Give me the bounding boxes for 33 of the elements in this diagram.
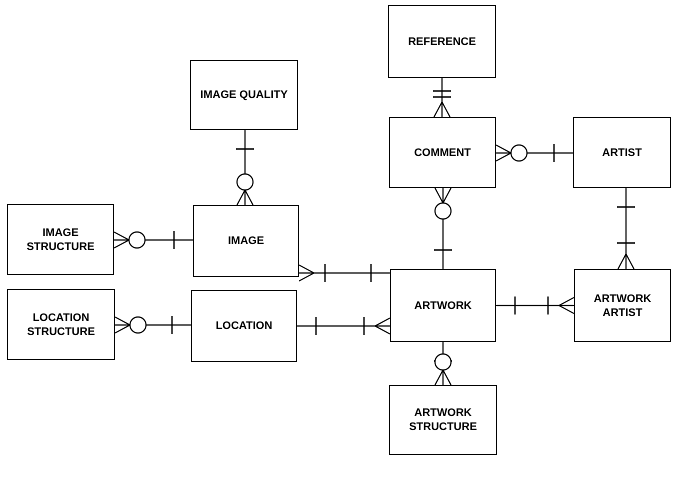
entity-name: IMAGE [228,234,264,248]
entity-box [191,290,297,362]
relationship-line [297,316,391,336]
entity-name: LOCATION STRUCTURE [26,310,96,338]
relationship-line [616,188,636,270]
entity-box [389,117,496,188]
entity-name: COMMENT [414,146,471,160]
entity-name: ARTWORK ARTIST [592,292,652,320]
entity-name: REFERENCE [408,34,476,48]
entity-box [388,5,496,78]
entity-name: ARTIST [602,146,642,160]
relationship-line [433,187,453,269]
entity-name: LOCATION [216,319,272,333]
relationship-line [496,296,575,316]
relationship-line [432,78,452,118]
entity-box [390,269,496,342]
relationship-line [298,263,390,283]
relationship-line [495,143,573,163]
relationship-line [235,130,255,206]
entity-box [574,269,671,342]
relationship-line [433,342,453,386]
relationship-line [113,230,193,250]
relationship-line [114,315,191,335]
entity-box [190,60,298,130]
entity-box [7,289,115,360]
entity-name: ARTWORK [414,298,472,312]
entity-box [389,385,497,455]
entity-box [7,204,114,275]
entity-name: IMAGE QUALITY [200,88,288,102]
entity-box [193,205,299,277]
entity-box [573,117,671,188]
entity-name: ARTWORK STRUCTURE [408,406,478,434]
entity-name: IMAGE STRUCTURE [26,226,96,254]
